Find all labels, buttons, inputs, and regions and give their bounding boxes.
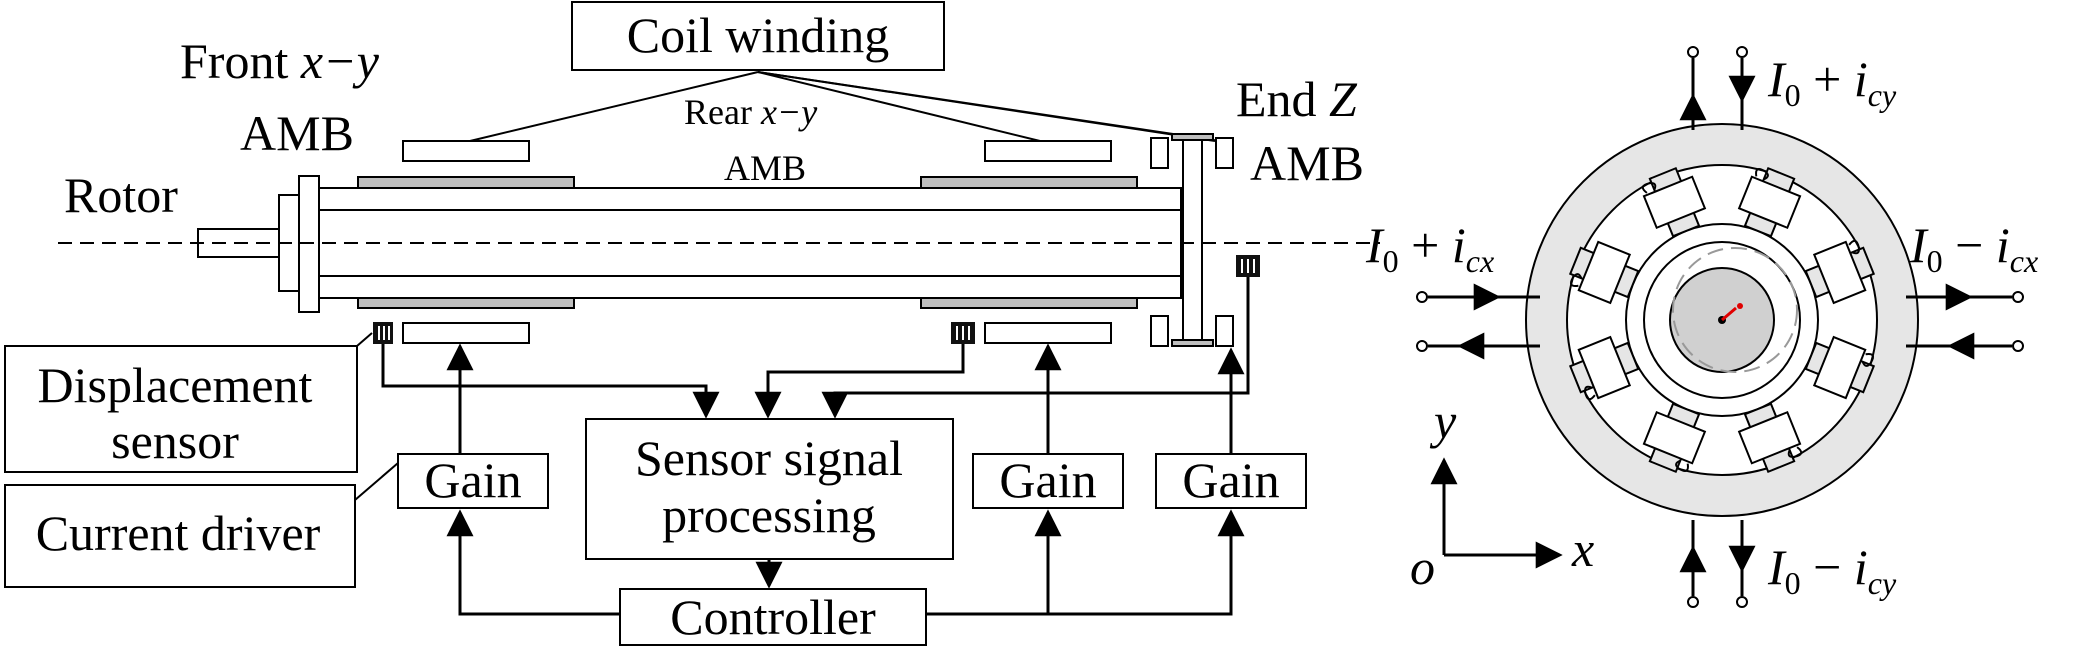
- stator-pole-5: [1737, 402, 1803, 474]
- lower-coils: [402, 322, 1112, 344]
- current-label-right: I0 − icx: [1909, 217, 2038, 279]
- end-amb-label-line2: AMB: [1250, 135, 1364, 191]
- stator-pole-4: [1804, 335, 1876, 400]
- stator-pole-2: [1737, 166, 1802, 238]
- axis-origin-label: o: [1410, 539, 1435, 595]
- front-amb-label-line2: AMB: [240, 105, 354, 161]
- displacement-vector: [1721, 306, 1737, 322]
- front-amb-label-line1: Front x−y: [180, 33, 380, 89]
- gain-block-3: Gain: [1155, 452, 1307, 509]
- svg-text:Gain: Gain: [999, 452, 1096, 508]
- svg-text:Displacement: Displacement: [38, 357, 313, 413]
- rotor-label: Rotor: [64, 167, 178, 223]
- svg-text:processing: processing: [662, 487, 876, 543]
- coil-winding-label: Coil winding: [571, 1, 945, 71]
- sensor-signal-processing-block: Sensor signal processing: [585, 418, 954, 560]
- svg-text:Controller: Controller: [670, 589, 876, 645]
- controller-block: Controller: [619, 588, 927, 646]
- displacement-sensors: [373, 255, 1260, 344]
- current-terminals: [1428, 58, 2012, 596]
- svg-text:Current driver: Current driver: [36, 505, 321, 561]
- gain-block-2: Gain: [972, 452, 1124, 509]
- terminal-dots: [1416, 46, 2024, 608]
- svg-text:Sensor signal: Sensor signal: [635, 430, 903, 486]
- upper-coils: [402, 140, 1112, 162]
- svg-text:Coil winding: Coil winding: [627, 7, 890, 63]
- stator-poles: [1568, 166, 1876, 474]
- stator-pole-1: [1641, 166, 1707, 238]
- svg-text:sensor: sensor: [111, 413, 239, 469]
- rear-amb-label-line2: AMB: [724, 148, 806, 188]
- axis-x-label: x: [1571, 521, 1594, 577]
- stator-pole-8: [1568, 240, 1640, 305]
- current-label-left: I0 + icx: [1365, 217, 1494, 279]
- end-amb-label-line1: End Z: [1236, 71, 1358, 127]
- thrust-disk: [1150, 133, 1234, 347]
- coil-winding-leaders: [469, 71, 1221, 142]
- displacement-sensor-label: Displacement sensor: [4, 332, 373, 473]
- rear-amb-label-line1: Rear x−y: [684, 92, 817, 132]
- coordinate-axes: [1430, 457, 1563, 569]
- gain-block-1: Gain: [397, 452, 549, 509]
- svg-text:Gain: Gain: [424, 452, 521, 508]
- current-label-bottom: I0 − icy: [1767, 539, 1897, 601]
- bearing-cross-section: [1525, 123, 1919, 517]
- axis-y-label: y: [1429, 393, 1457, 449]
- current-label-top: I0 + icy: [1767, 51, 1897, 113]
- stator-pole-6: [1642, 402, 1707, 474]
- stator-pole-3: [1804, 239, 1876, 305]
- current-driver-label: Current driver: [4, 462, 399, 588]
- stator-pole-7: [1568, 335, 1640, 401]
- svg-text:Gain: Gain: [1182, 452, 1279, 508]
- signal-wiring: [381, 277, 1250, 616]
